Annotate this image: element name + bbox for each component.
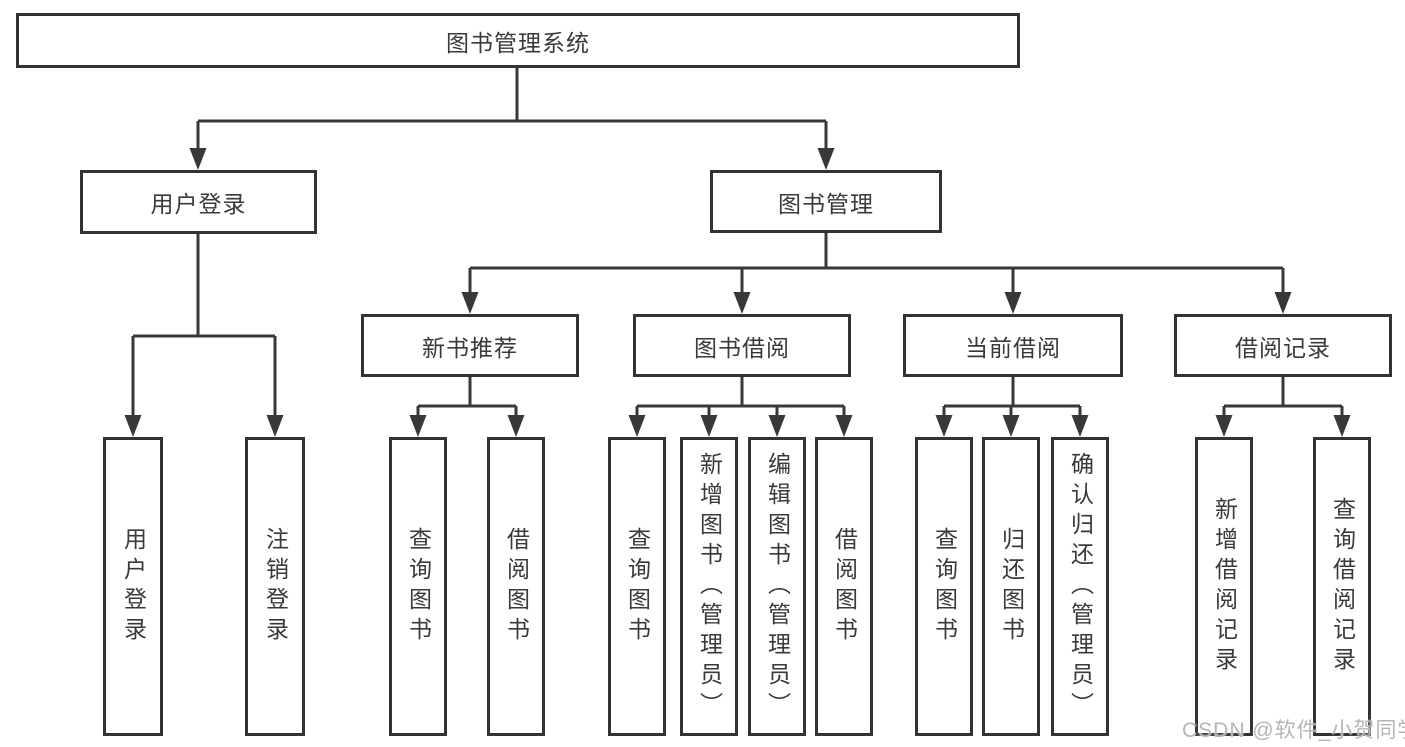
- leaf-query-book-borrow: 查询图书: [608, 437, 666, 736]
- leaf-user-login: 用户登录: [103, 437, 163, 736]
- connector-borrow-record-children: [1215, 377, 1351, 437]
- node-borrow-record: 借阅记录: [1174, 314, 1392, 377]
- leaf-borrow-book-recommend: 借阅图书: [487, 437, 545, 736]
- connector-user-login-children: [124, 234, 284, 437]
- node-root-system: 图书管理系统: [16, 13, 1020, 68]
- leaf-return-book: 归还图书: [982, 437, 1040, 736]
- leaf-query-book-current: 查询图书: [915, 437, 973, 736]
- connector-book-management-children: [461, 233, 1292, 314]
- leaf-query-book-recommend: 查询图书: [389, 437, 447, 736]
- leaf-edit-book-admin: 编辑图书（管理员）: [748, 437, 806, 736]
- node-user-login: 用户登录: [80, 170, 317, 234]
- leaf-confirm-return-admin: 确认归还（管理员）: [1051, 437, 1109, 736]
- node-book-borrow: 图书借阅: [633, 314, 851, 377]
- leaf-add-book-admin: 新增图书（管理员）: [680, 437, 738, 736]
- leaf-add-borrow-record: 新增借阅记录: [1195, 437, 1253, 736]
- node-current-borrow: 当前借阅: [903, 314, 1123, 377]
- leaf-query-borrow-record: 查询借阅记录: [1313, 437, 1371, 736]
- node-book-management: 图书管理: [710, 170, 942, 233]
- connector-current-borrow-children: [935, 377, 1089, 437]
- connector-root-to-level2: [189, 68, 835, 170]
- connector-book-borrow-children: [628, 377, 853, 437]
- leaf-borrow-book: 借阅图书: [815, 437, 873, 736]
- connector-new-book-children: [409, 377, 525, 437]
- csdn-watermark: CSDN @软件_小贺同学: [1182, 719, 1405, 742]
- node-new-book-recommend: 新书推荐: [361, 314, 579, 377]
- leaf-logout: 注销登录: [245, 437, 305, 736]
